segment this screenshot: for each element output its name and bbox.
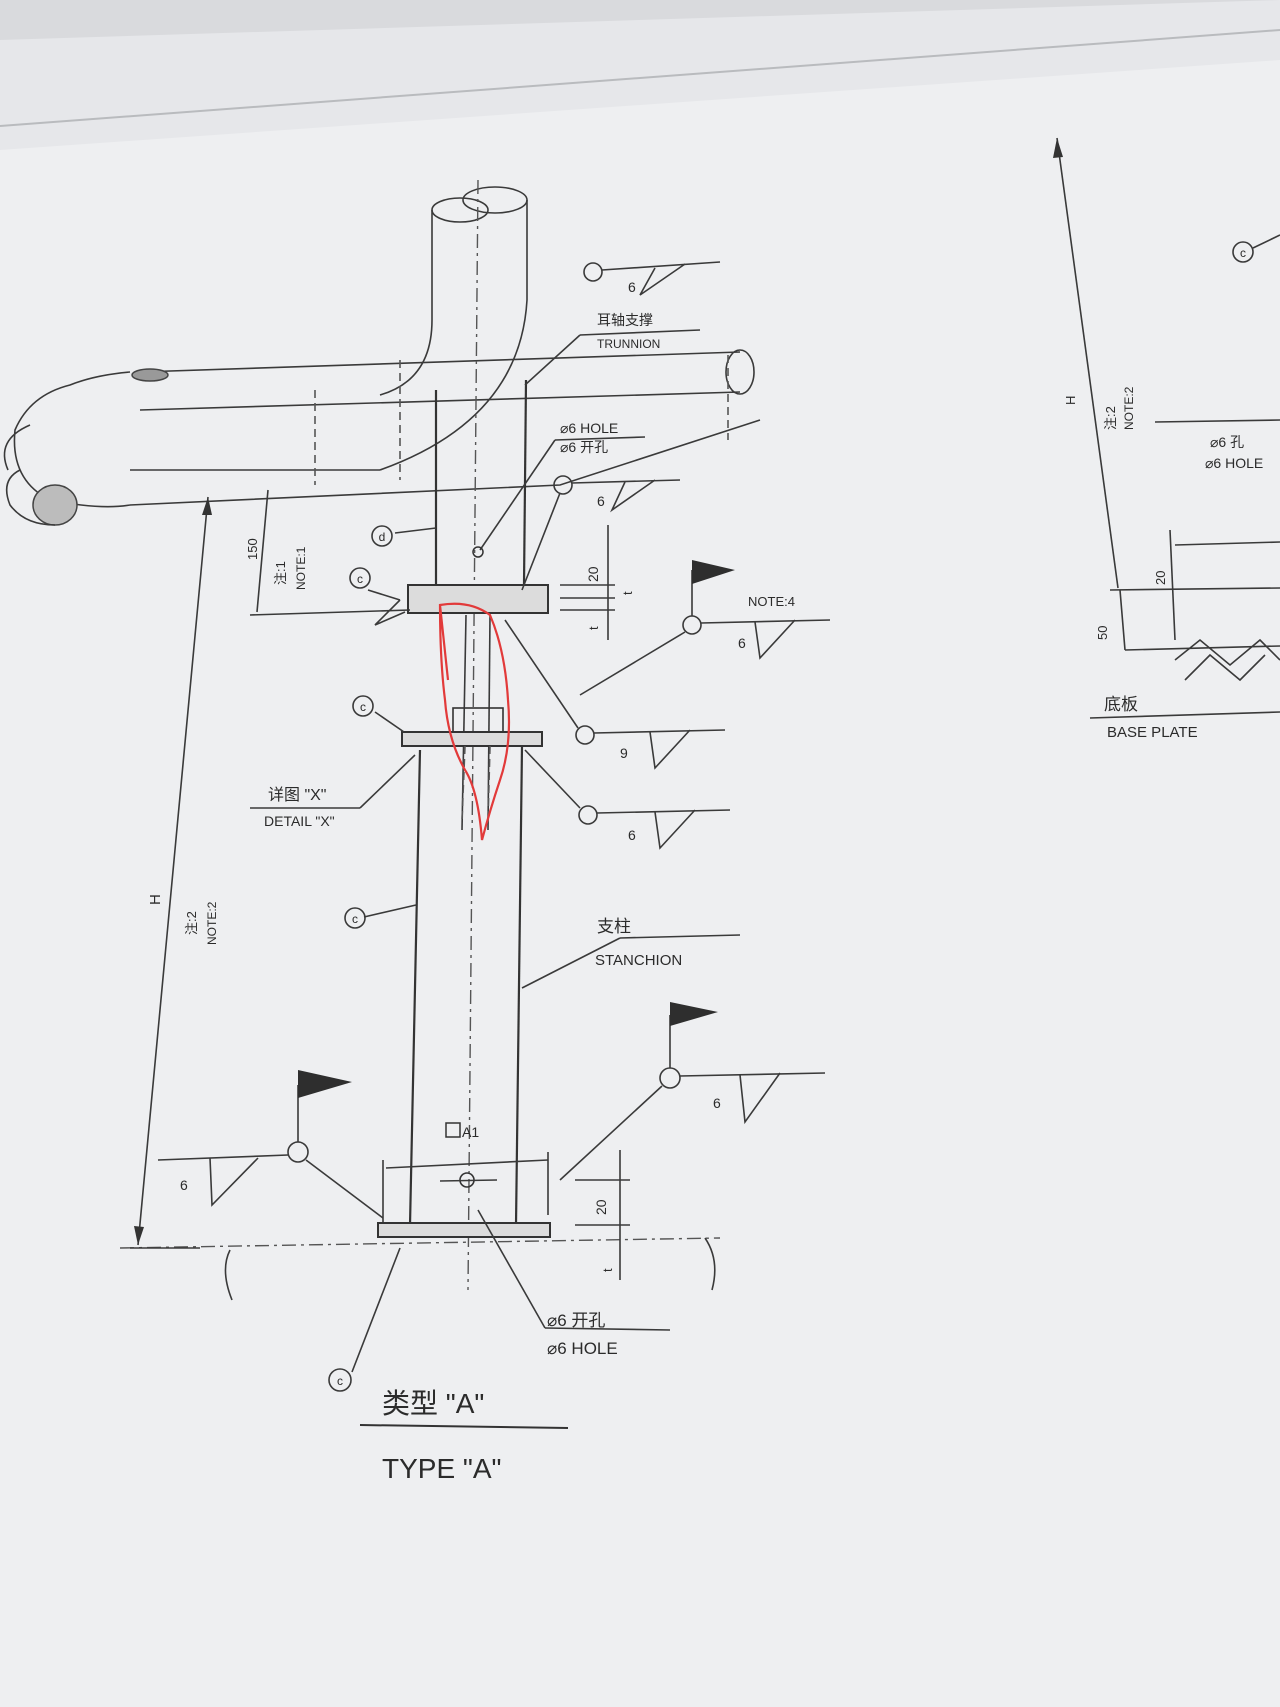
callout-c-right — [1232, 241, 1254, 263]
right-hole-en: ⌀6 HOLE — [1205, 455, 1263, 471]
detail-en: DETAIL "X" — [264, 813, 335, 829]
dim-20-bottom: 20 — [593, 1199, 609, 1215]
right-base-cn: 底板 — [1104, 695, 1138, 714]
dim-t-bottom: t — [600, 1268, 615, 1272]
top-hole — [472, 546, 484, 558]
weld-1-size: 6 — [628, 279, 636, 295]
red-markup-outline — [438, 602, 511, 841]
ground-line — [119, 1237, 721, 1249]
right-detail: H 注:2 NOTE:2 ⌀6 孔 ⌀6 HOLE 20 50 底板 BASE … — [1053, 137, 1280, 741]
hole-top-cn: ⌀6 开孔 — [560, 439, 608, 455]
note1-en: NOTE:1 — [294, 546, 308, 590]
callout-c-right-label: c — [1240, 246, 1246, 260]
dim-150: 150 — [245, 538, 260, 560]
stanchion-cn: 支柱 — [597, 917, 631, 936]
stanchion — [119, 379, 721, 1301]
type-divider — [359, 1424, 569, 1429]
callout-c-2-label: c — [360, 700, 366, 714]
middle-plate — [401, 731, 543, 747]
callouts: c c c c d c — [328, 241, 1254, 1392]
paper-sheet — [0, 60, 1280, 1707]
weld-2-size: 6 — [597, 493, 605, 509]
right-note2-cn: 注:2 — [1103, 406, 1118, 430]
weld-5-size: 6 — [628, 827, 636, 843]
dim-H: H — [147, 894, 164, 905]
border-line — [0, 29, 1280, 127]
callout-c-1 — [349, 567, 371, 589]
type-cn: 类型 "A" — [382, 1388, 484, 1419]
note-4: NOTE:4 — [748, 594, 795, 609]
annotations: 耳轴支撑 TRUNNION ⌀6 HOLE ⌀6 开孔 6 6 6 9 6 6 … — [147, 279, 795, 1484]
a1-box — [445, 1122, 461, 1138]
hole-top-en: ⌀6 HOLE — [560, 420, 618, 436]
weld-6-size: 6 — [713, 1095, 721, 1111]
right-dim-H: H — [1063, 396, 1078, 405]
dim-20-top: 20 — [585, 566, 601, 582]
a1-label: A1 — [462, 1124, 479, 1140]
dim-t-top: t — [620, 591, 635, 595]
dimensions — [130, 489, 630, 1280]
callout-c-4-label: c — [337, 1374, 343, 1388]
dim-t-top-2: t — [586, 626, 601, 630]
note2-en: NOTE:2 — [205, 901, 219, 945]
pipe-assembly — [3, 179, 761, 1291]
note1-cn: 注:1 — [273, 561, 288, 585]
callout-d — [371, 525, 393, 547]
callout-d-label: d — [379, 530, 386, 544]
type-en: TYPE "A" — [382, 1453, 501, 1484]
right-dim-50: 50 — [1095, 626, 1110, 640]
callout-c-4 — [328, 1368, 352, 1392]
base-plate — [377, 1222, 551, 1238]
hole-bottom-en: ⌀6 HOLE — [547, 1339, 618, 1358]
detail-cn: 详图 "X" — [268, 786, 326, 804]
trunnion-en: TRUNNION — [597, 337, 660, 351]
stanchion-en: STANCHION — [595, 952, 682, 969]
weld-3-size: 6 — [738, 635, 746, 651]
callout-c-3-label: c — [352, 912, 358, 926]
right-dim-20: 20 — [1153, 571, 1168, 585]
trunnion-cn: 耳轴支撑 — [597, 312, 653, 328]
weld-symbols — [157, 261, 831, 1373]
callout-c-3 — [344, 907, 366, 929]
right-hole-cn: ⌀6 孔 — [1210, 434, 1244, 450]
weld-7-size: 6 — [180, 1177, 188, 1193]
right-note2-en: NOTE:2 — [1122, 386, 1136, 430]
right-base-en: BASE PLATE — [1107, 724, 1198, 741]
note2-cn: 注:2 — [184, 911, 199, 935]
callout-c-2 — [352, 695, 374, 717]
callout-c-1-label: c — [357, 572, 363, 586]
hole-bottom-cn: ⌀6 开孔 — [547, 1311, 605, 1330]
weld-4-size: 9 — [620, 745, 628, 761]
